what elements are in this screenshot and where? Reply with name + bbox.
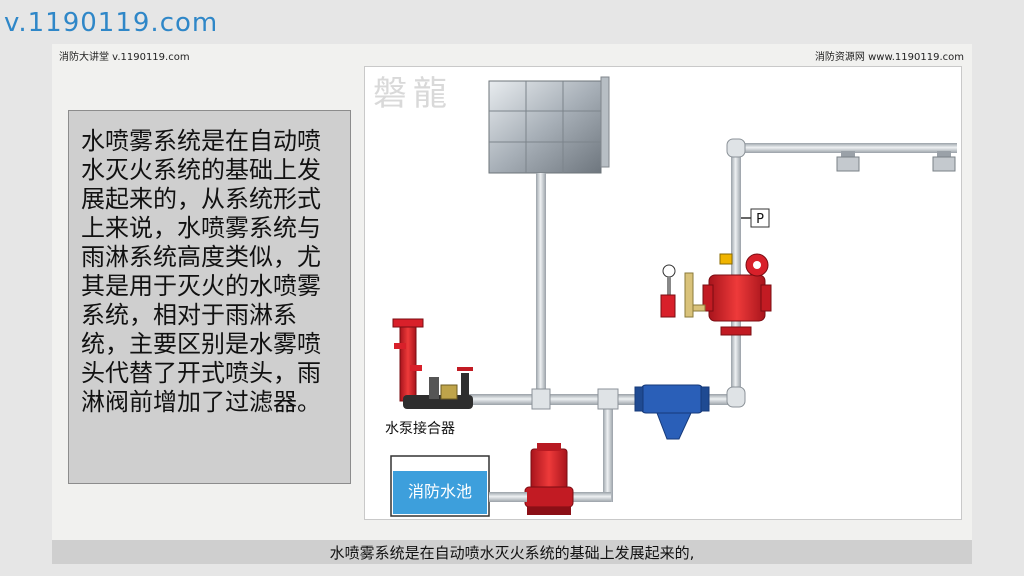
header-left: 消防大讲堂 v.1190119.com xyxy=(59,52,190,63)
site-watermark: v.1190119.com xyxy=(4,8,219,38)
solenoid-valve xyxy=(660,294,676,318)
description-box: 水喷雾系统是在自动喷水灭火系统的基础上发展起来的，从系统形式上来说，水喷雾系统与… xyxy=(68,110,351,484)
fire-pump xyxy=(489,443,574,515)
pressure-switch xyxy=(750,208,770,228)
header-right: 消防资源网 www.1190119.com xyxy=(814,52,964,63)
subtitle-caption: 水喷雾系统是在自动喷水灭火系统的基础上发展起来的, xyxy=(329,544,695,562)
pressure-gauge xyxy=(662,264,676,297)
water-spray-diagram: 磐龍 xyxy=(364,66,962,520)
pump-discharge-pipe xyxy=(603,402,613,502)
elbow-fitting xyxy=(726,386,746,408)
slide: 消防大讲堂 v.1190119.com 消防资源网 www.1190119.co… xyxy=(52,44,972,544)
top-branch-pipe xyxy=(731,143,957,153)
pressure-switch-label: P xyxy=(756,212,764,227)
pump-connector xyxy=(392,318,473,409)
fire-pool xyxy=(390,455,490,517)
fire-pool-label: 消防水池 xyxy=(408,482,472,501)
tank-down-pipe xyxy=(536,173,546,397)
caption-bar: 水喷雾系统是在自动喷水灭火系统的基础上发展起来的, xyxy=(52,540,972,564)
pump-connector-label: 水泵接合器 xyxy=(385,420,455,437)
y-strainer xyxy=(634,384,710,440)
alarm-bell xyxy=(745,253,769,277)
elbow-fitting xyxy=(726,138,746,158)
tee-fitting xyxy=(531,388,551,410)
pump-outlet-pipe xyxy=(551,492,611,502)
deluge-valve xyxy=(702,274,772,336)
tee-fitting xyxy=(597,388,619,410)
water-mist-nozzle xyxy=(836,151,860,172)
water-mist-nozzle xyxy=(932,151,956,172)
trim-piping xyxy=(692,304,706,312)
control-valve-handle xyxy=(719,253,733,265)
trim-piping xyxy=(684,272,694,318)
brand-logo: 磐龍 xyxy=(373,74,453,114)
description-text: 水喷雾系统是在自动喷水灭火系统的基础上发展起来的，从系统形式上来说，水喷雾系统与… xyxy=(81,127,321,416)
water-tank xyxy=(488,76,610,174)
